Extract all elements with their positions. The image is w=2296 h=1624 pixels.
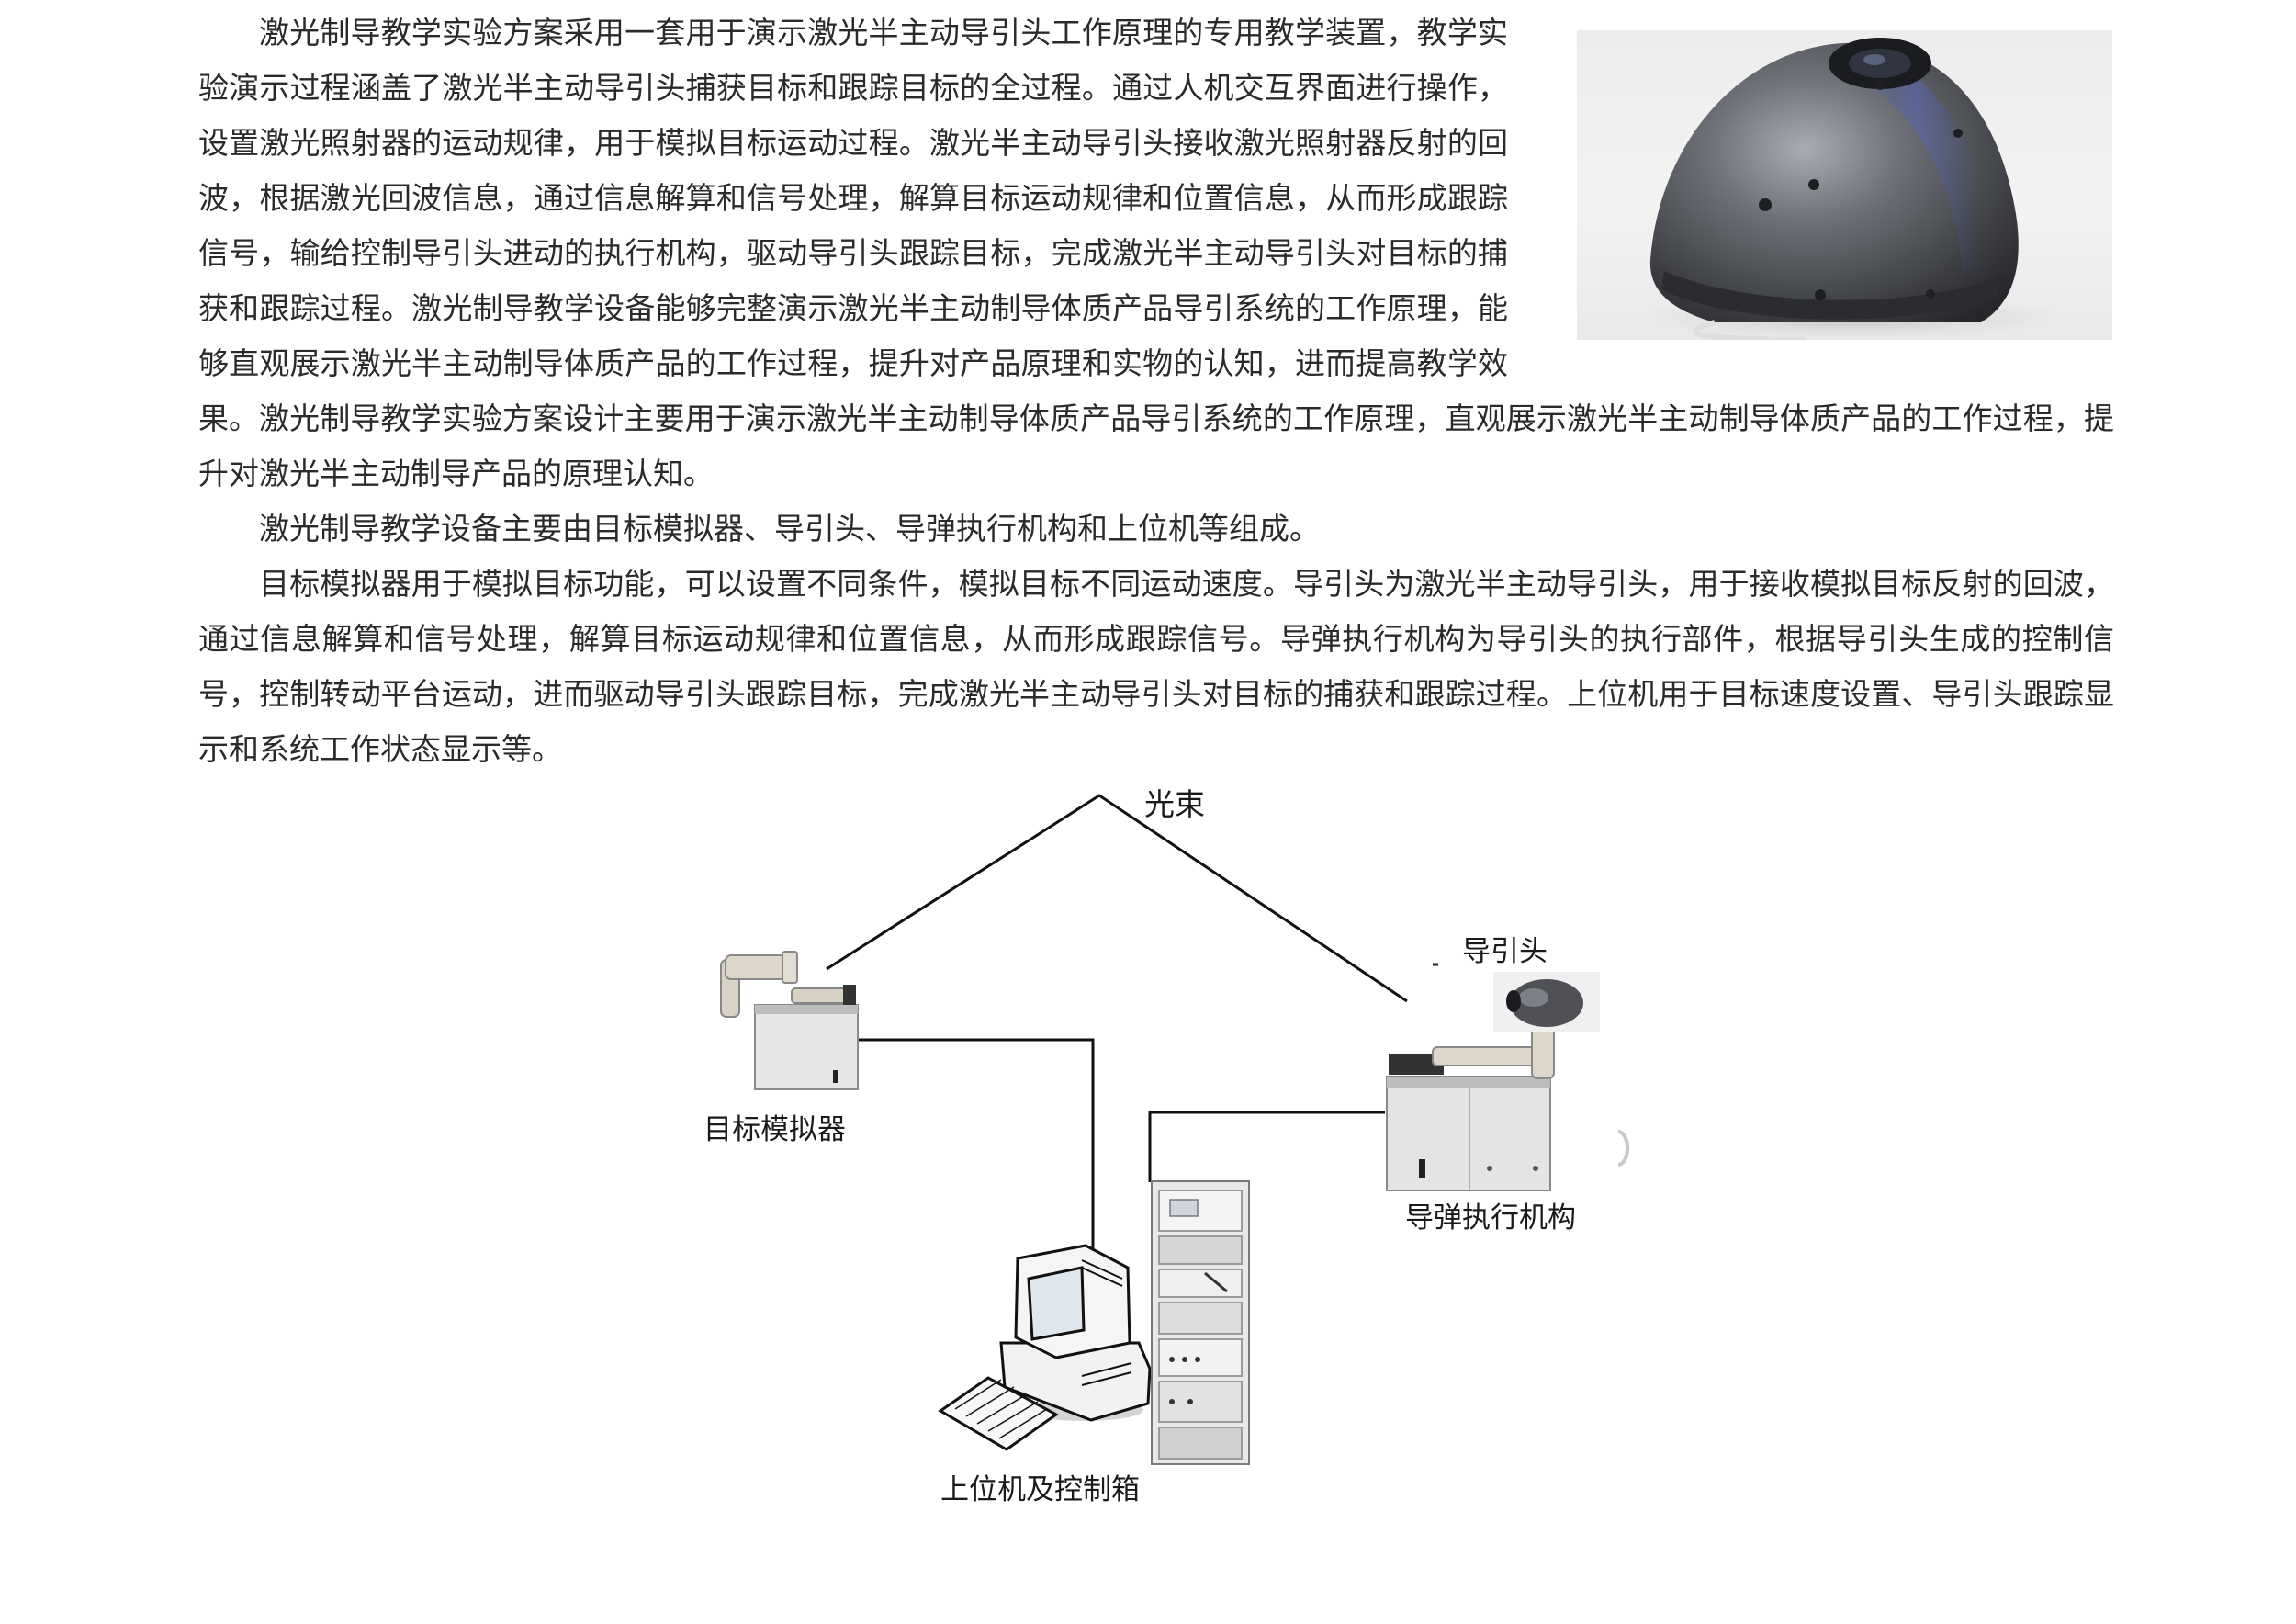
seeker-head-small — [1493, 972, 1600, 1032]
actuator-to-host-line — [1148, 1111, 1385, 1182]
actuator-label: 导弹执行机构 — [1405, 1201, 1576, 1235]
target-simulator-label: 目标模拟器 — [703, 1113, 846, 1146]
paragraph-2: 激光制导教学实验方案设计主要用于演示激光半主动制导体质产品导引系统的工作原理，直… — [198, 400, 2114, 491]
target-simulator-device — [720, 951, 859, 1090]
host-computer-device — [938, 1244, 1152, 1451]
paragraph-1: 激光制导教学实验方案采用一套用于演示激光半主动导引头工作原理的专用教学装置，教学… — [198, 15, 1508, 436]
control-cabinet-device — [1151, 1180, 1250, 1465]
host-and-control-box-label: 上位机及控制箱 — [940, 1473, 1140, 1506]
seeker-head-photo — [1577, 30, 2112, 340]
beam-label: 光束 — [1144, 786, 1205, 822]
seeker-dome-illustration — [1632, 38, 2073, 340]
paragraph-3: 激光制导教学设备主要由目标模拟器、导引头、导弹执行机构和上位机等组成。 — [259, 511, 1320, 547]
body-paragraph-block: 激光制导教学实验方案设计主要用于演示激光半主动制导体质产品导引系统的工作原理，直… — [198, 391, 2114, 777]
intro-paragraph-block: 激光制导教学实验方案采用一套用于演示激光半主动导引头工作原理的专用教学装置，教学… — [198, 6, 1508, 446]
missile-actuator-device — [1386, 1017, 1629, 1191]
paragraph-4: 目标模拟器用于模拟目标功能，可以设置不同条件，模拟目标不同运动速度。导引头为激光… — [198, 566, 2114, 767]
laser-beam-line — [826, 794, 1408, 1003]
target-to-host-line — [854, 1038, 1095, 1261]
seeker-label: 导引头 — [1462, 935, 1548, 968]
